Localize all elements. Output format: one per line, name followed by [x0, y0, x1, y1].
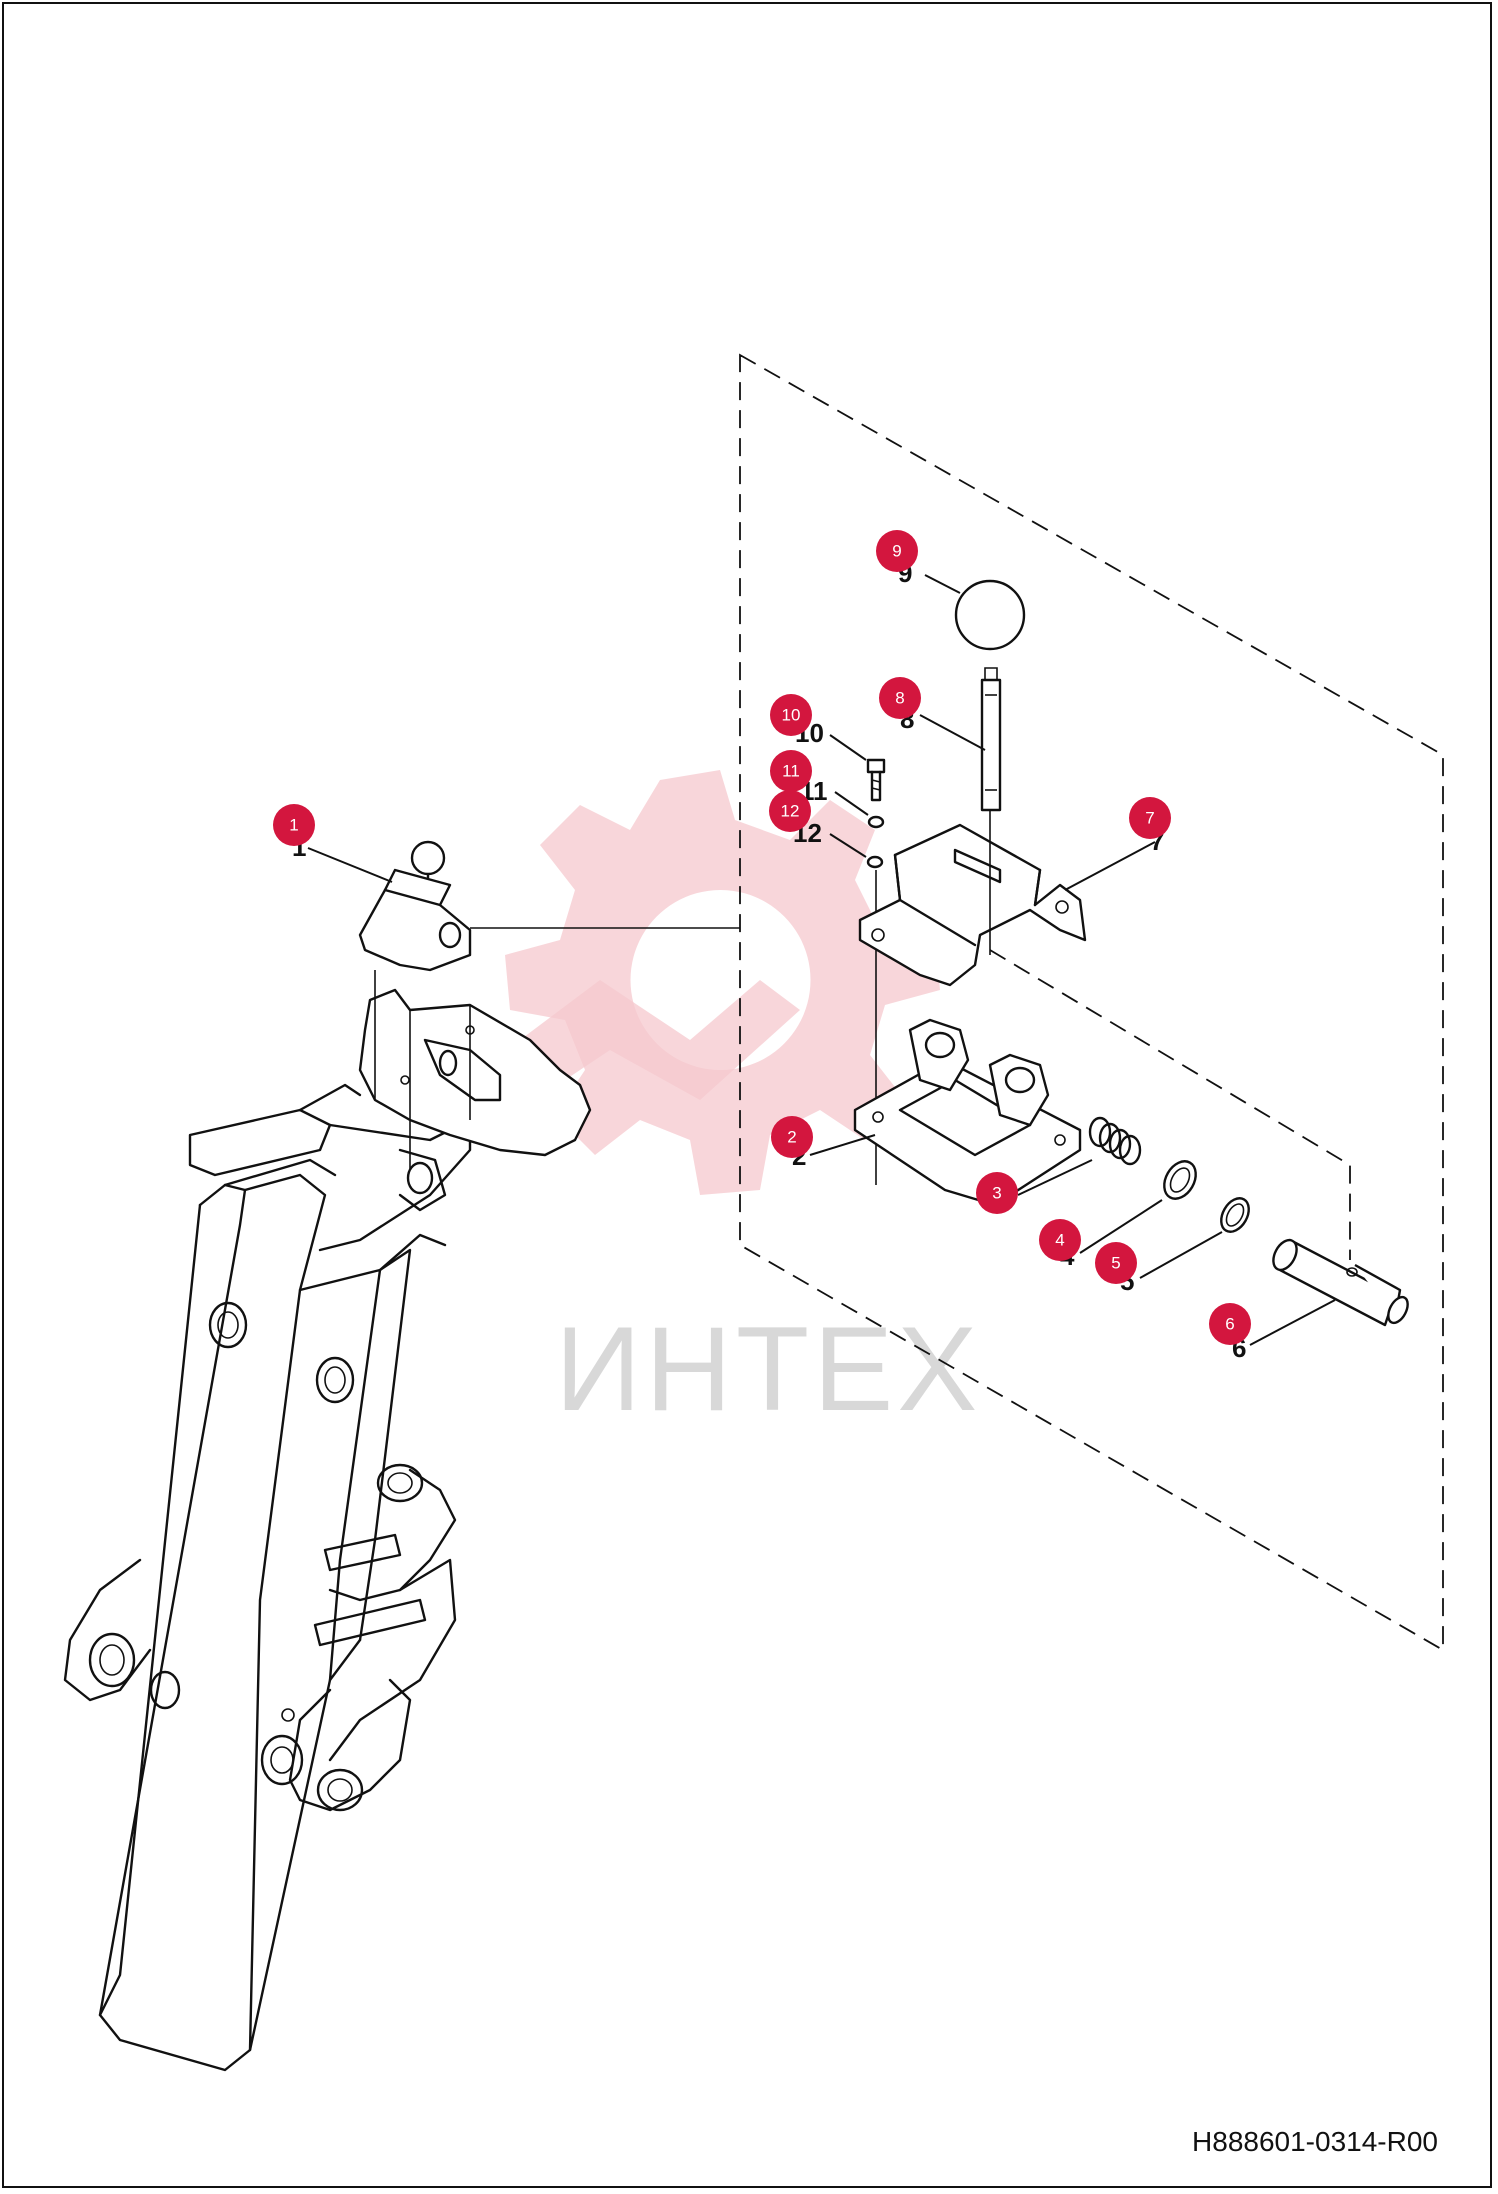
svg-text:8: 8 [895, 689, 904, 708]
part-12-washer [866, 855, 884, 869]
callout-badge-11[interactable]: 11 [770, 750, 812, 792]
part-3-spring [1088, 1116, 1142, 1166]
part-6-pin [1272, 1238, 1409, 1327]
svg-text:5: 5 [1111, 1254, 1120, 1273]
svg-text:4: 4 [1055, 1231, 1064, 1250]
svg-text:11: 11 [782, 762, 800, 781]
callout-badge-4[interactable]: 4 [1039, 1219, 1081, 1261]
watermark: ИНТЕХ [505, 770, 981, 1436]
svg-text:2: 2 [787, 1128, 796, 1147]
document-code: H888601-0314-R00 [1192, 2126, 1438, 2157]
gear-wrench-icon [505, 770, 940, 1195]
part-9-knob [954, 579, 1026, 651]
callout-badge-2[interactable]: 2 [771, 1116, 813, 1158]
callout-badge-7[interactable]: 7 [1129, 797, 1171, 839]
callout-badge-12[interactable]: 12 [769, 790, 811, 832]
callout-badge-3[interactable]: 3 [976, 1172, 1018, 1214]
watermark-text: ИНТЕХ [555, 1302, 981, 1436]
exploded-view-boundary [739, 353, 1444, 1652]
part-7-gate-bracket [858, 823, 1087, 987]
svg-text:1: 1 [289, 816, 298, 835]
svg-text:3: 3 [992, 1184, 1001, 1203]
svg-text:9: 9 [892, 542, 901, 561]
part-8-lever-rod [980, 667, 1002, 812]
boom-frame-assembly [63, 840, 592, 2072]
part-5-ring [1220, 1197, 1250, 1233]
svg-text:10: 10 [782, 706, 801, 725]
callout-badges: 1 2 3 4 5 6 7 8 9 10 11 12 [273, 530, 1251, 1345]
part-11-nut [867, 815, 885, 829]
callout-badge-5[interactable]: 5 [1095, 1242, 1137, 1284]
part-10-bolt [866, 758, 886, 802]
part-4-washer [1163, 1160, 1197, 1200]
svg-text:12: 12 [781, 802, 800, 821]
callout-badge-6[interactable]: 6 [1209, 1303, 1251, 1345]
callout-badge-10[interactable]: 10 [770, 694, 812, 736]
callout-badge-8[interactable]: 8 [879, 677, 921, 719]
part-2-base-bracket [853, 1018, 1082, 1207]
callout-badge-1[interactable]: 1 [273, 804, 315, 846]
svg-text:6: 6 [1225, 1315, 1234, 1334]
callout-badge-9[interactable]: 9 [876, 530, 918, 572]
svg-text:7: 7 [1145, 809, 1154, 828]
